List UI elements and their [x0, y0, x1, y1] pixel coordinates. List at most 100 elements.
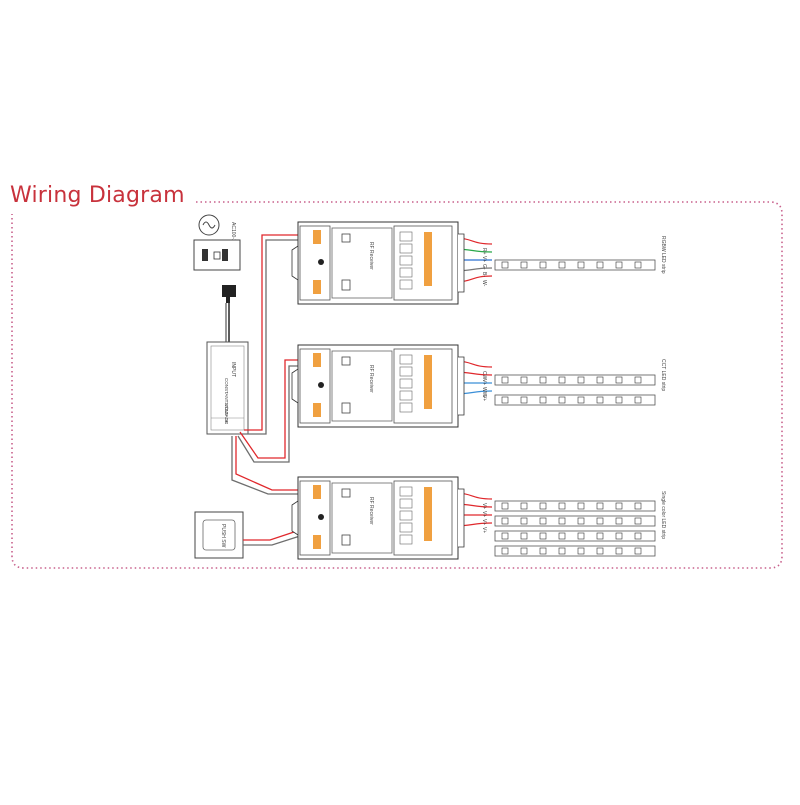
- led-strip: [494, 500, 656, 512]
- output-terminal-slot: [399, 510, 413, 521]
- mounting-clip-right: [458, 488, 465, 548]
- output-terminal-slot: [399, 366, 413, 377]
- led-strip: [494, 530, 656, 542]
- led-chip: [596, 376, 604, 384]
- led-chip: [596, 502, 604, 510]
- led-chip: [520, 532, 528, 540]
- led-chip: [615, 502, 623, 510]
- led-chip: [501, 396, 509, 404]
- learn-button: [341, 488, 351, 498]
- pin-label: V+: [481, 395, 487, 401]
- led-chip: [577, 532, 585, 540]
- led-chip: [577, 261, 585, 269]
- led-indicator: [318, 514, 324, 520]
- output-terminal-slot: [399, 267, 413, 278]
- led-chip: [577, 396, 585, 404]
- mounting-clip-left: [291, 368, 299, 404]
- push-switch-label: PUSH SW: [220, 524, 226, 548]
- led-chip: [634, 532, 642, 540]
- learn-button: [341, 233, 351, 243]
- control-module: [331, 227, 393, 299]
- led-chip: [501, 517, 509, 525]
- ac-input-label: AC100-240V: [230, 222, 236, 251]
- led-chip: [520, 376, 528, 384]
- strip-label: Single color LED strip: [660, 491, 666, 539]
- led-indicator: [318, 259, 324, 265]
- led-chip: [596, 547, 604, 555]
- led-strip: [494, 545, 656, 557]
- input-terminal-orange: [313, 230, 321, 244]
- dc-power-wire: [231, 436, 300, 495]
- pin-label: G-: [481, 264, 487, 270]
- led-chip: [634, 502, 642, 510]
- receiver-label: RF Receiver: [368, 365, 374, 393]
- led-chip: [634, 376, 642, 384]
- led-chip: [577, 502, 585, 510]
- led-chip: [615, 532, 623, 540]
- led-chip: [577, 376, 585, 384]
- output-terminal-slot: [399, 402, 413, 413]
- psu-output-label: 12/24V DC: [224, 402, 229, 425]
- pin-label: B-: [481, 272, 487, 277]
- control-module: [331, 350, 393, 422]
- led-chip: [520, 396, 528, 404]
- led-chip: [558, 532, 566, 540]
- output-terminal-slot: [399, 255, 413, 266]
- led-chip: [577, 517, 585, 525]
- led-chip: [596, 517, 604, 525]
- pin-label: V+: [481, 519, 487, 525]
- led-strip: [494, 515, 656, 527]
- led-chip: [634, 547, 642, 555]
- wall-switch: PUSH SW: [194, 511, 244, 559]
- input-terminal-orange: [313, 535, 321, 549]
- led-chip: [558, 547, 566, 555]
- power-supply: INPUT CONSTANT VOLTAGE 12/24V DC: [206, 341, 249, 435]
- led-chip: [501, 532, 509, 540]
- dc-power-wire: [244, 234, 300, 431]
- power-outlet: AC100-240V: [193, 214, 241, 342]
- led-chip: [501, 502, 509, 510]
- led-chip: [539, 396, 547, 404]
- led-chip: [615, 396, 623, 404]
- pin-label: V+: [481, 379, 487, 385]
- led-strip: [494, 374, 656, 386]
- output-terminal-slot: [399, 231, 413, 242]
- input-terminal-orange: [313, 403, 321, 417]
- output-terminal-orange: [424, 232, 432, 286]
- ac-source-icon: [198, 214, 220, 236]
- output-terminal-slot: [399, 534, 413, 545]
- led-chip: [539, 502, 547, 510]
- led-chip: [501, 376, 509, 384]
- led-chip: [539, 517, 547, 525]
- output-terminal-slot: [399, 243, 413, 254]
- pin-label: WW-: [481, 387, 487, 398]
- receiver-label: RF Receiver: [368, 242, 374, 270]
- diagram-title: Wiring Diagram: [10, 183, 185, 208]
- output-terminal-slot: [399, 486, 413, 497]
- pin-label: V+: [481, 527, 487, 533]
- pin-label: V+: [481, 511, 487, 517]
- led-chip: [539, 376, 547, 384]
- mounting-clip-right: [458, 233, 465, 293]
- dip-switch: [341, 402, 351, 414]
- led-chip: [558, 396, 566, 404]
- psu-spec-label: CONSTANT VOLTAGE: [224, 378, 229, 424]
- dotted-frame: [11, 201, 783, 569]
- led-chip: [520, 547, 528, 555]
- led-chip: [577, 547, 585, 555]
- mounting-clip-left: [291, 500, 299, 536]
- led-chip: [558, 261, 566, 269]
- led-strip: [494, 259, 656, 271]
- input-terminal-orange: [313, 280, 321, 294]
- led-chip: [558, 517, 566, 525]
- led-chip: [558, 376, 566, 384]
- output-terminal-slot: [399, 498, 413, 509]
- led-chip: [539, 532, 547, 540]
- receiver-label: RF Receiver: [368, 497, 374, 525]
- led-chip: [558, 502, 566, 510]
